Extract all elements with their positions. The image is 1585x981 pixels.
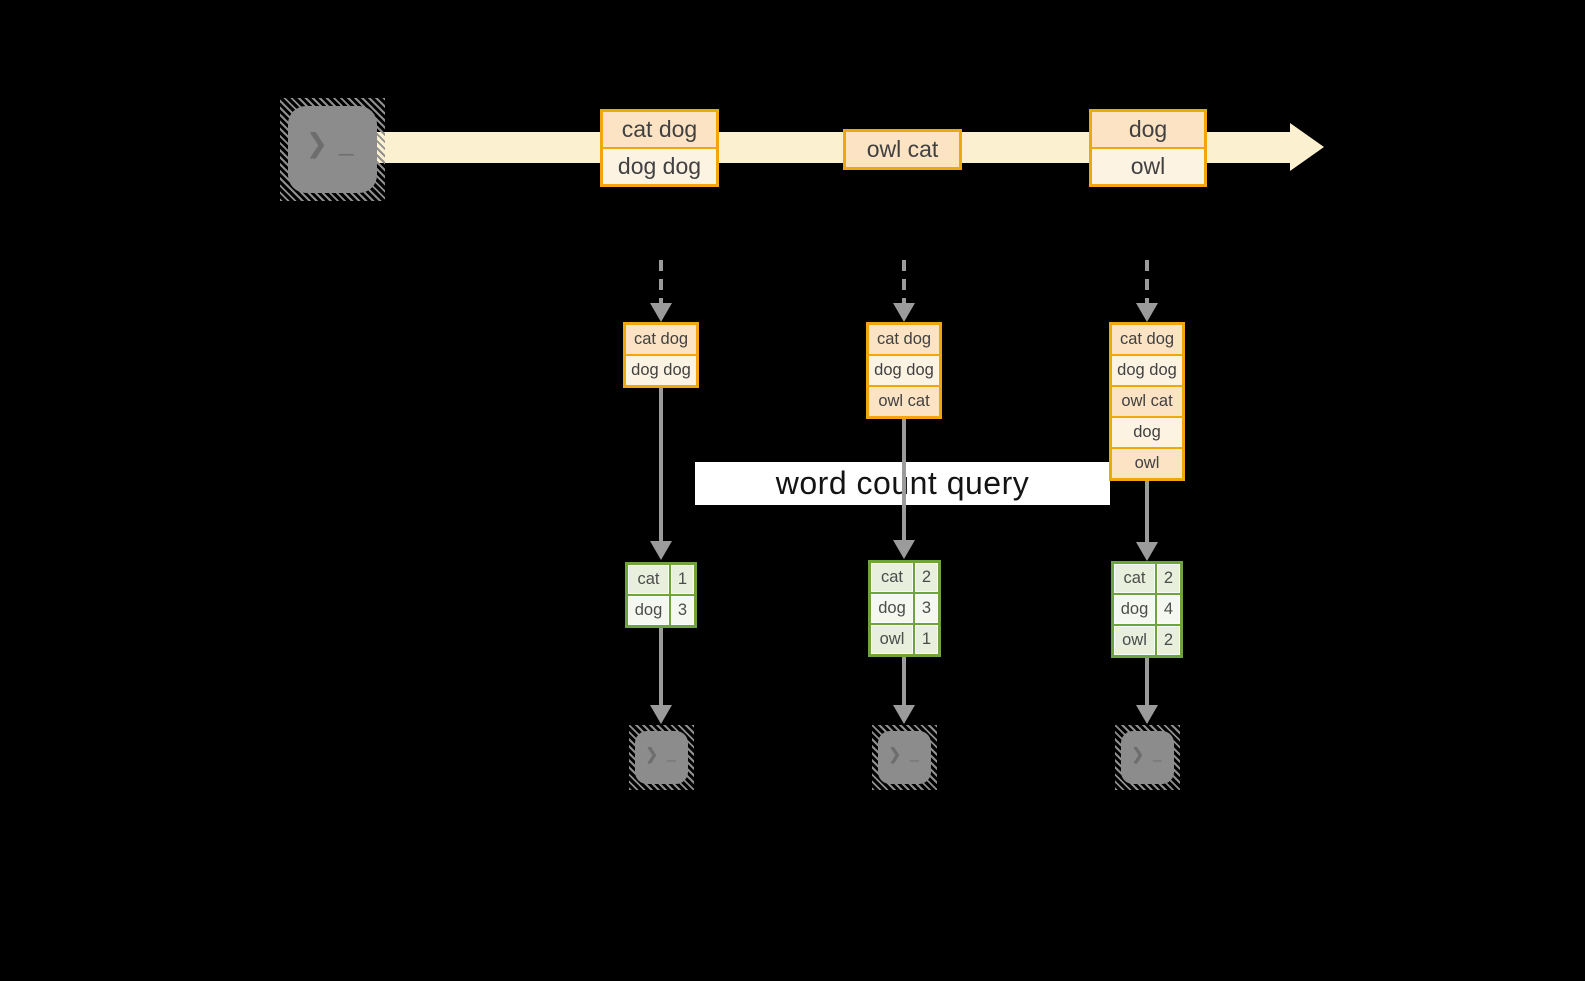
state-record: owl cat xyxy=(1112,387,1182,416)
state-record: owl xyxy=(1112,449,1182,478)
count-value: 2 xyxy=(1157,626,1180,655)
dashed-arrow-line xyxy=(659,260,663,306)
stream-record: dog xyxy=(1092,112,1204,147)
sink-arrow-head-icon xyxy=(1136,705,1158,724)
stream-batch-1: cat dog dog dog xyxy=(600,109,719,187)
count-word: dog xyxy=(1114,595,1155,624)
query-arrow-line xyxy=(902,419,906,541)
sink-terminal-icon-3: ❯ _ xyxy=(1115,725,1180,790)
stream-record: cat dog xyxy=(603,112,716,147)
state-record: dog dog xyxy=(626,356,696,385)
counts-table-1: cat 1 dog 3 xyxy=(625,562,697,628)
count-word: dog xyxy=(628,596,669,625)
terminal-prompt-glyph: ❯ _ xyxy=(645,746,678,763)
count-word: cat xyxy=(628,565,669,594)
source-terminal-icon: ❯ _ xyxy=(280,98,385,201)
dashed-arrow-head-icon xyxy=(650,303,672,322)
sink-arrow-line xyxy=(902,657,906,706)
count-word: cat xyxy=(1114,564,1155,593)
counts-table-2: cat 2 dog 3 owl 1 xyxy=(868,560,941,657)
sink-arrow-line xyxy=(659,628,663,706)
terminal-prompt-glyph: ❯ _ xyxy=(888,746,921,763)
state-record: dog xyxy=(1112,418,1182,447)
query-arrow-head-icon xyxy=(1136,542,1158,561)
stream-record: owl xyxy=(1092,149,1204,184)
state-record: dog dog xyxy=(869,356,939,385)
sink-terminal-icon-1: ❯ _ xyxy=(629,725,694,790)
count-word: owl xyxy=(871,625,913,654)
stream-arrowhead-icon xyxy=(1290,123,1324,171)
count-value: 4 xyxy=(1157,595,1180,624)
count-value: 3 xyxy=(915,594,938,623)
stream-record: owl cat xyxy=(846,132,959,167)
query-arrow-head-icon xyxy=(650,541,672,560)
state-record: cat dog xyxy=(869,325,939,354)
dashed-arrow-head-icon xyxy=(1136,303,1158,322)
stream-batch-3: dog owl xyxy=(1089,109,1207,187)
state-record: owl cat xyxy=(869,387,939,416)
count-value: 1 xyxy=(671,565,694,594)
state-box-3: cat dog dog dog owl cat dog owl xyxy=(1109,322,1185,481)
count-word: owl xyxy=(1114,626,1155,655)
sink-arrow-head-icon xyxy=(893,705,915,724)
count-value: 2 xyxy=(915,563,938,592)
state-record: cat dog xyxy=(626,325,696,354)
count-value: 3 xyxy=(671,596,694,625)
count-value: 1 xyxy=(915,625,938,654)
state-record: dog dog xyxy=(1112,356,1182,385)
count-word: dog xyxy=(871,594,913,623)
count-value: 2 xyxy=(1157,564,1180,593)
query-arrow-line xyxy=(659,388,663,542)
terminal-prompt-glyph: ❯ _ xyxy=(306,128,356,158)
dashed-arrow-line xyxy=(1145,260,1149,306)
state-box-1: cat dog dog dog xyxy=(623,322,699,388)
sink-arrow-line xyxy=(1145,658,1149,706)
counts-table-3: cat 2 dog 4 owl 2 xyxy=(1111,561,1183,658)
query-arrow-line xyxy=(1145,481,1149,543)
terminal-prompt-glyph: ❯ _ xyxy=(1131,746,1164,763)
sink-terminal-icon-2: ❯ _ xyxy=(872,725,937,790)
count-word: cat xyxy=(871,563,913,592)
stream-record: dog dog xyxy=(603,149,716,184)
query-arrow-head-icon xyxy=(893,540,915,559)
state-box-2: cat dog dog dog owl cat xyxy=(866,322,942,419)
dashed-arrow-line xyxy=(902,260,906,306)
stream-batch-2: owl cat xyxy=(843,129,962,170)
sink-arrow-head-icon xyxy=(650,705,672,724)
state-record: cat dog xyxy=(1112,325,1182,354)
dashed-arrow-head-icon xyxy=(893,303,915,322)
